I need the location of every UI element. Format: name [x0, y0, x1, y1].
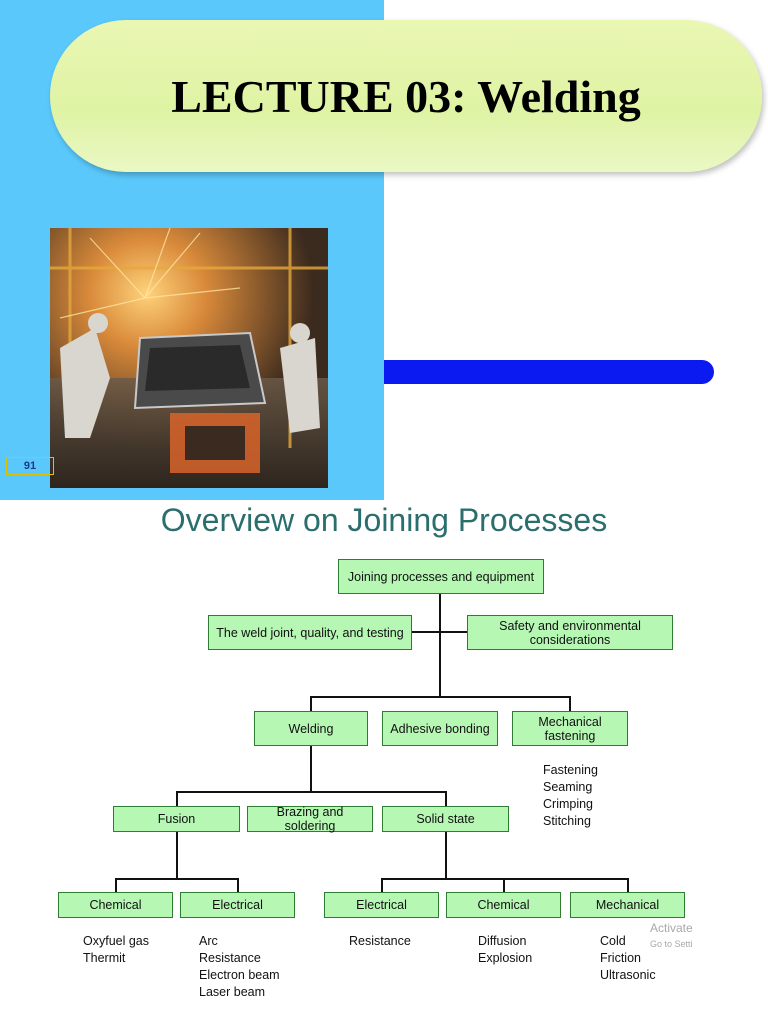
- list-item: Thermit: [83, 951, 126, 965]
- list-item: Resistance: [199, 951, 261, 965]
- list-item: Oxyfuel gas: [83, 934, 150, 948]
- solid-state-node: Solid state: [382, 806, 509, 832]
- list-item: Crimping: [543, 797, 594, 811]
- connector-line: [381, 878, 629, 880]
- fusion-node: Fusion: [113, 806, 240, 832]
- watermark-line1: Activate: [650, 921, 693, 935]
- list-item: Arc: [199, 934, 218, 948]
- mechanical-fastening-node: Mechanical fastening: [512, 711, 628, 746]
- solid-electrical-list: Resistance: [349, 933, 411, 950]
- solid-electrical-node: Electrical: [324, 892, 439, 918]
- connector-line: [412, 631, 468, 633]
- solid-chemical-node: Chemical: [446, 892, 561, 918]
- connector-line: [115, 878, 239, 880]
- brazing-soldering-node: Brazing and soldering: [247, 805, 373, 833]
- list-item: Explosion: [478, 951, 533, 965]
- list-item: Resistance: [349, 934, 411, 948]
- list-item: Friction: [600, 951, 641, 965]
- list-item: Laser beam: [199, 985, 266, 999]
- solid-mechanical-list: Cold Friction Ultrasonic: [600, 933, 656, 984]
- page-number: 91: [6, 457, 54, 475]
- connector-line: [439, 594, 441, 696]
- fusion-electrical-node: Electrical: [180, 892, 295, 918]
- connector-line: [445, 832, 447, 878]
- connector-line: [115, 878, 117, 892]
- connector-line: [176, 832, 178, 878]
- solid-mechanical-node: Mechanical: [570, 892, 685, 918]
- connector-line: [445, 791, 447, 806]
- list-item: Ultrasonic: [600, 968, 656, 982]
- list-item: Seaming: [543, 780, 593, 794]
- connector-line: [176, 791, 446, 793]
- connector-line: [310, 696, 570, 698]
- mechanical-items-list: Fastening Seaming Crimping Stitching: [543, 762, 598, 830]
- welding-node: Welding: [254, 711, 368, 746]
- welding-robots-photo: [50, 228, 328, 488]
- root-node: Joining processes and equipment: [338, 559, 544, 594]
- connector-line: [381, 878, 383, 892]
- list-item: Fastening: [543, 763, 598, 777]
- fusion-electrical-list: Arc Resistance Electron beam Laser beam: [199, 933, 280, 1001]
- list-item: Cold: [600, 934, 626, 948]
- blue-accent-bar: [384, 360, 714, 384]
- activation-watermark: Activate Go to Setti: [650, 920, 693, 952]
- connector-line: [503, 878, 505, 892]
- fusion-chemical-node: Chemical: [58, 892, 173, 918]
- connector-line: [627, 878, 629, 892]
- list-item: Diffusion: [478, 934, 527, 948]
- list-item: Stitching: [543, 814, 591, 828]
- connector-line: [176, 791, 178, 806]
- safety-node: Safety and environmental considerations: [467, 615, 673, 650]
- fusion-chemical-list: Oxyfuel gas Thermit: [83, 933, 149, 967]
- watermark-line2: Go to Setti: [650, 939, 693, 949]
- adhesive-bonding-node: Adhesive bonding: [382, 711, 498, 746]
- connector-line: [237, 878, 239, 892]
- slide-title: LECTURE 03: Welding: [171, 70, 641, 122]
- connector-line: [569, 696, 571, 711]
- solid-chemical-list: Diffusion Explosion: [478, 933, 532, 967]
- overview-title: Overview on Joining Processes: [160, 502, 608, 538]
- title-banner: LECTURE 03: Welding: [50, 20, 762, 172]
- connector-line: [310, 746, 312, 792]
- list-item: Electron beam: [199, 968, 280, 982]
- weld-joint-node: The weld joint, quality, and testing: [208, 615, 412, 650]
- connector-line: [310, 696, 312, 711]
